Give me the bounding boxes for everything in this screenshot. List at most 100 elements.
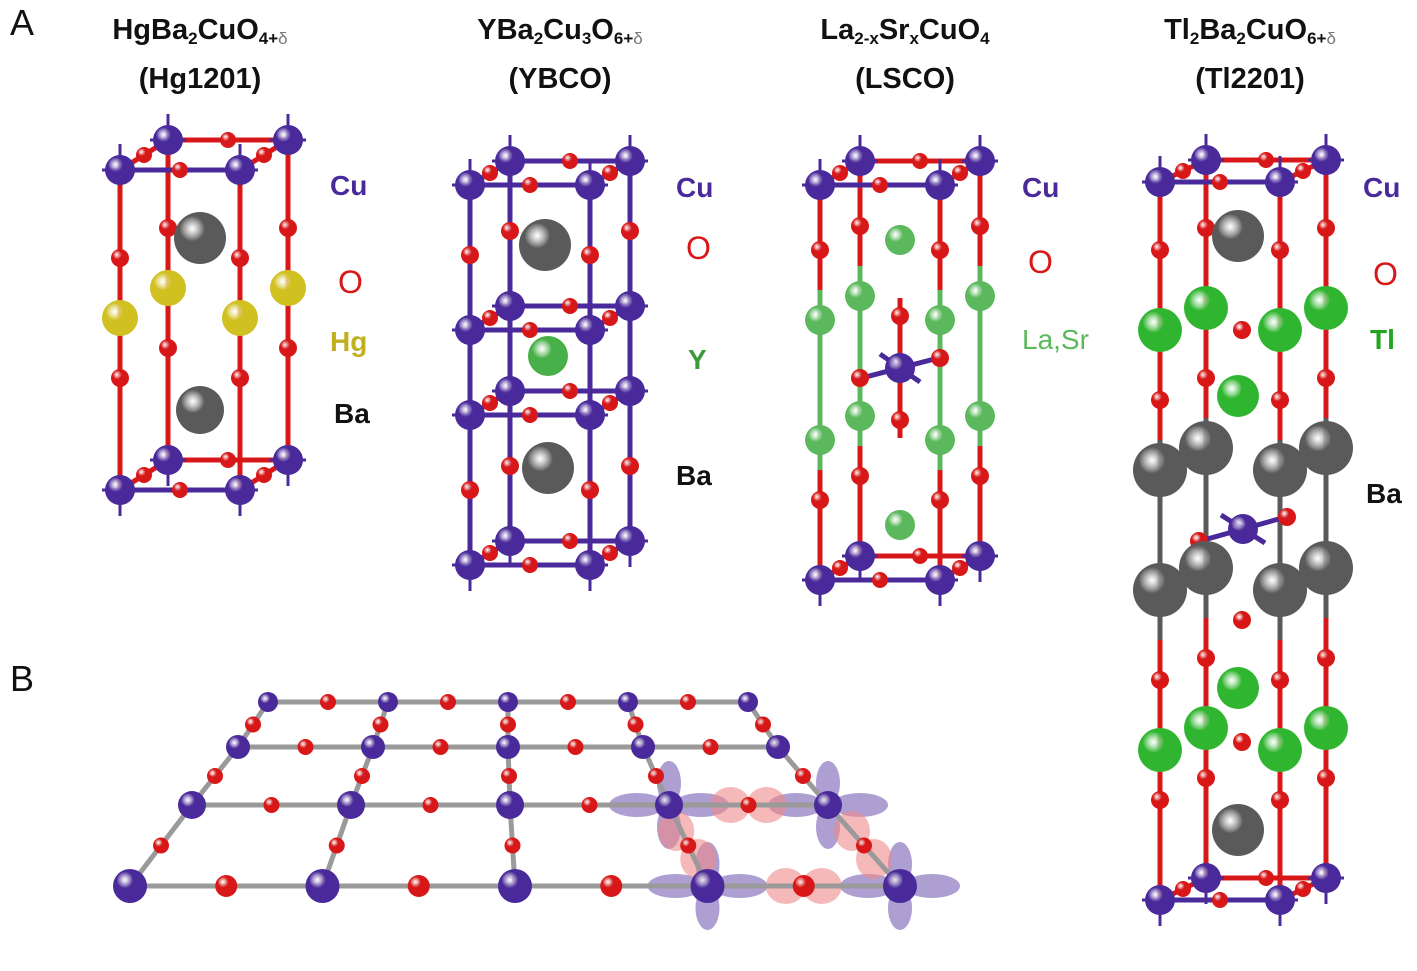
lsco-la-02 <box>845 281 875 311</box>
cuo2-plane-cu-2-1 <box>337 791 365 819</box>
ybco-cu-13 <box>615 291 645 321</box>
cuo2-plane-o-v-1-1 <box>354 768 370 784</box>
tl2201-tl-13 <box>1304 706 1348 750</box>
tl2201-oa-02 <box>1197 219 1215 237</box>
cuo2-plane-lobe-cu-b-r <box>832 793 888 817</box>
tl2201-oa-23 <box>1317 649 1335 667</box>
ybco-cu-23 <box>615 376 645 406</box>
hg1201-cu-00 <box>105 155 135 185</box>
ybco-op-l2 <box>482 395 498 411</box>
cuo2-plane-o-h-2-0 <box>263 797 280 813</box>
lsco-oa-03 <box>971 217 989 235</box>
cuo2-plane-o-h-3-3 <box>792 875 815 897</box>
label-tl2201-ba: Ba <box>1366 478 1402 509</box>
ybco-cu-20 <box>455 400 485 430</box>
hg1201-ba-top <box>174 212 226 264</box>
lsco-op-b0 <box>912 153 928 169</box>
tl2201-ba-03 <box>1299 421 1353 475</box>
hg1201-hg-3 <box>270 270 306 306</box>
label-hg1201-o: O <box>338 264 363 300</box>
ybco-op-l3 <box>482 545 498 561</box>
label-ybco-o: O <box>686 230 711 266</box>
tl2201-ba-02 <box>1179 421 1233 475</box>
cuo2-plane-cu-0-2 <box>498 692 518 712</box>
ybco-oa-01 <box>581 246 599 264</box>
tl2201-op-r0 <box>1295 163 1311 179</box>
hg1201-op-r1 <box>256 467 272 483</box>
cuo2-plane-cu-1-1 <box>361 735 385 759</box>
hg1201-op-l1 <box>136 467 152 483</box>
tl2201-tl-10 <box>1138 728 1182 772</box>
cuo2-plane-lobe-cu-d-r <box>904 874 960 898</box>
lsco-la-01 <box>925 305 955 335</box>
ybco-op-f2 <box>522 407 538 423</box>
tl2201-oa-22 <box>1197 649 1215 667</box>
cuo2-plane-cu-3-3 <box>690 869 725 903</box>
tl2201-oa-30 <box>1151 791 1169 809</box>
hg1201-oa-13 <box>279 339 297 357</box>
tl2201-oa-11 <box>1271 391 1289 409</box>
cuo2-plane-cu-2-4 <box>814 791 842 819</box>
ybco-op-f1 <box>522 322 538 338</box>
cuo2-plane-o-h-0-0 <box>320 694 336 710</box>
lsco-oa-12 <box>851 467 869 485</box>
ybco-oa-12 <box>501 457 519 475</box>
abbr-ybco: (YBCO) <box>508 63 612 95</box>
tl2201-o-in-bot <box>1233 733 1251 751</box>
hg1201-cu-03 <box>273 125 303 155</box>
hg1201-cu-13 <box>273 445 303 475</box>
hg1201-op-b1 <box>220 452 236 468</box>
tl2201-cu-03 <box>1311 145 1341 175</box>
lsco-cu-11 <box>925 565 955 595</box>
formula-hg1201: HgBa2CuO4+δ <box>112 14 288 48</box>
cuo2-plane-o-v-4-2 <box>856 837 872 854</box>
ybco-cu-22 <box>495 376 525 406</box>
lsco-oa-13 <box>971 467 989 485</box>
cuo2-plane-o-v-1-2 <box>328 837 345 854</box>
label-lsco-cu: Cu <box>1022 172 1060 203</box>
tl2201-cu-11 <box>1265 885 1295 915</box>
hg1201-hg-0 <box>102 300 138 336</box>
ybco-cu-01 <box>575 170 605 200</box>
cuo2-plane-o-v-2-2 <box>504 837 521 854</box>
ybco-oa-13 <box>621 457 639 475</box>
ybco-oa-03 <box>621 222 639 240</box>
cuo2-plane-cu-0-3 <box>618 692 638 712</box>
hg1201-cu-01 <box>225 155 255 185</box>
tl2201-tl-03 <box>1304 286 1348 330</box>
tl2201-cu-02 <box>1191 145 1221 175</box>
tl2201-oa-20 <box>1151 671 1169 689</box>
hg1201-oa-02 <box>159 219 177 237</box>
ybco-op-b1 <box>562 298 578 314</box>
cuo2-plane-cu-3-4 <box>883 869 917 903</box>
cuo2-plane-cu-3-0 <box>113 869 147 903</box>
tl2201-oa-12 <box>1197 369 1215 387</box>
lsco-oa-02 <box>851 217 869 235</box>
hg1201-oa-12 <box>159 339 177 357</box>
cuo2-plane-o-h-0-2 <box>560 694 576 710</box>
label-lsco-lasr: La,Sr <box>1022 324 1089 355</box>
tl2201-oa-10 <box>1151 391 1169 409</box>
abbr-lsco: (LSCO) <box>855 63 955 95</box>
tl2201-tl-in-bot <box>1217 667 1259 709</box>
lsco-la-00 <box>805 305 835 335</box>
abbr-tl2201: (Tl2201) <box>1195 63 1305 95</box>
cuo2-plane-cu-1-4 <box>766 735 790 759</box>
cuo2-plane-cu-1-2 <box>496 735 520 759</box>
lsco-op-l1 <box>832 560 848 576</box>
tl2201-oa-03 <box>1317 219 1335 237</box>
lsco-la-in-top <box>885 225 915 255</box>
cuo2-plane-o-v-3-0 <box>627 716 644 733</box>
label-ybco-ba: Ba <box>676 460 712 491</box>
ybco-cu-11 <box>575 315 605 345</box>
tl2201-op-r1 <box>1295 881 1311 897</box>
label-lsco-o: O <box>1028 244 1053 280</box>
cuo2-plane-cu-0-4 <box>738 692 758 712</box>
lsco-la-11 <box>925 425 955 455</box>
hg1201-op-r0 <box>256 147 272 163</box>
ybco-cu-31 <box>575 550 605 580</box>
cuo2-plane-o-h-1-1 <box>432 739 449 755</box>
tl2201-cu-01 <box>1265 167 1295 197</box>
